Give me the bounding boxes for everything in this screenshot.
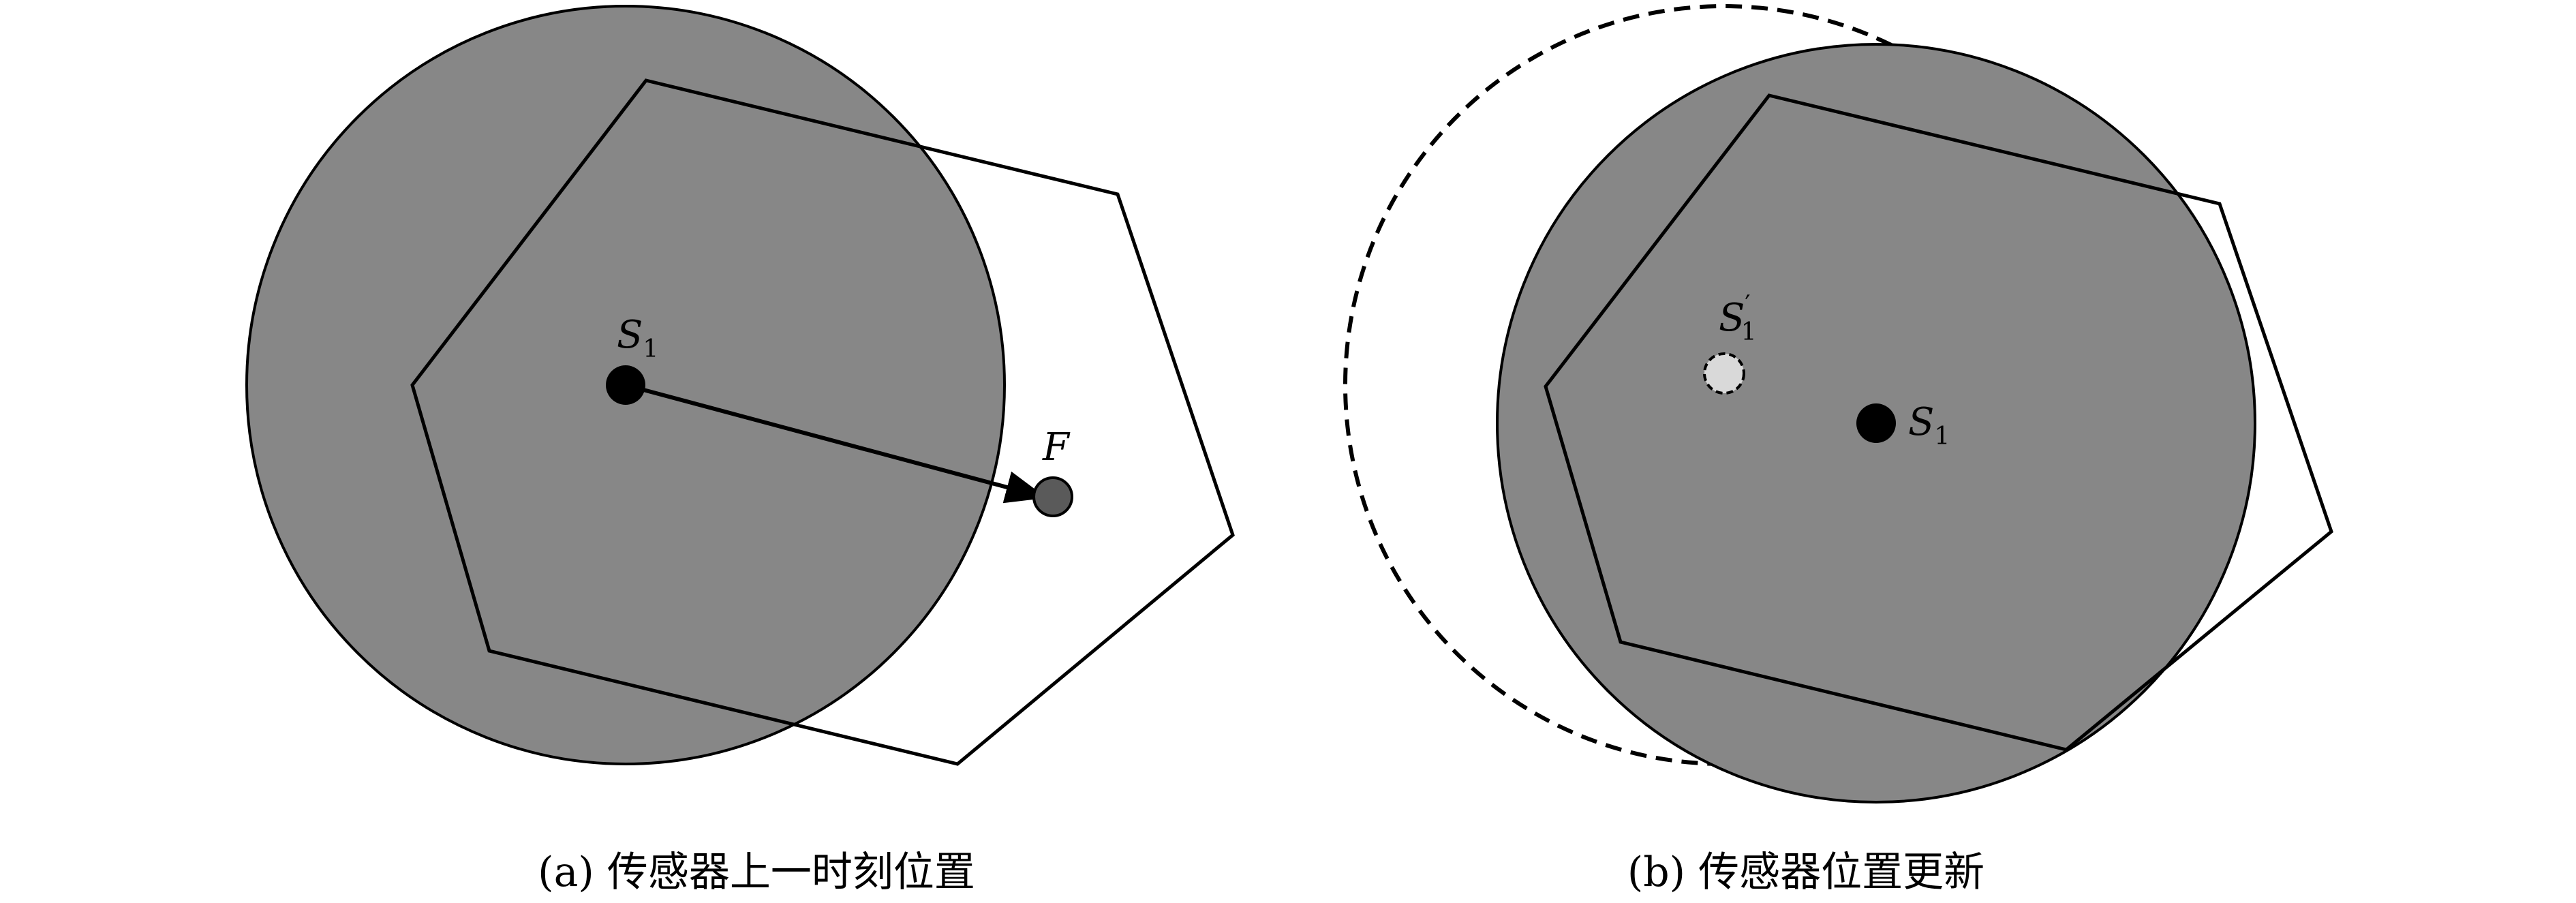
panel-b-caption: (b) 传感器位置更新 — [1627, 848, 1984, 896]
monitoring-region-polygon — [410, 78, 1235, 766]
sensor-label: S1 — [617, 313, 658, 363]
sensor-node — [606, 365, 645, 405]
sensor-label: S1 — [1908, 400, 1950, 450]
movement-arrow — [625, 383, 1047, 504]
sensor-node — [1856, 403, 1896, 443]
panel-a-caption: (a) 传感器上一时刻位置 — [538, 848, 975, 896]
previous-sensor-label: S′1 — [1719, 291, 1756, 346]
panel-b: S′1 S1 (b) 传感器位置更新 — [1343, 4, 2333, 896]
target-node — [1032, 476, 1073, 517]
monitoring-region-polygon — [1544, 93, 2333, 752]
target-label: F — [1042, 425, 1071, 470]
panel-a: S1 F (a) 传感器上一时刻位置 — [245, 5, 1235, 896]
previous-sensor-node — [1703, 352, 1745, 395]
